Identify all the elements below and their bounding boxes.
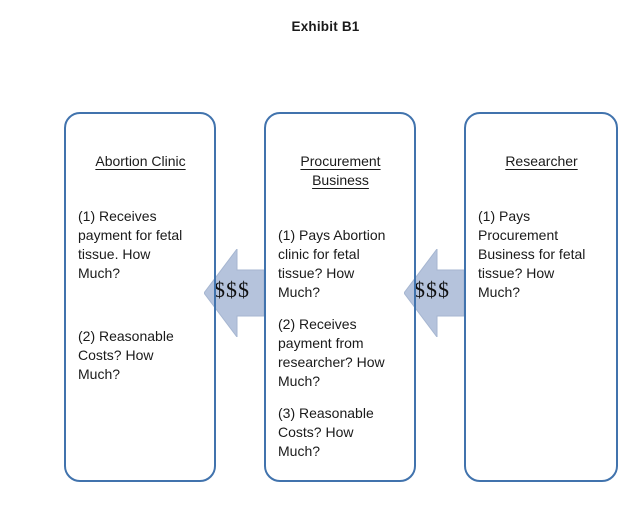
node-procurement-business: Procurement Business (1) Pays Abortion c…	[264, 112, 416, 482]
left-block-arrow-icon	[404, 249, 464, 337]
node-paragraph: (1) Pays Procurement Business for fetal …	[478, 208, 586, 300]
left-block-arrow-icon	[204, 249, 264, 337]
node-researcher: Researcher (1) Pays Procurement Business…	[464, 112, 618, 482]
node-paragraph: (3) Reasonable Costs? How Much?	[278, 405, 374, 459]
node-paragraph: (2) Reasonable Costs? How Much?	[78, 328, 174, 382]
diagram-title: Exhibit B1	[291, 19, 360, 34]
arrow-shape	[404, 249, 464, 337]
node-title: Procurement Business	[300, 153, 381, 188]
node-title: Abortion Clinic	[95, 153, 186, 169]
money-amount-label: $$$	[414, 277, 450, 302]
money-flow-arrow-researcher-to-procurement: $$$	[404, 249, 464, 337]
node-paragraph: (1) Receives payment for fetal tissue. H…	[78, 208, 183, 281]
money-amount-label: $$$	[214, 277, 250, 302]
node-title: Researcher	[505, 153, 578, 169]
node-paragraph: (2) Receives payment from researcher? Ho…	[278, 316, 385, 389]
arrow-shape	[204, 249, 264, 337]
node-paragraph: (1) Pays Abortion clinic for fetal tissu…	[278, 227, 386, 300]
node-abortion-clinic: Abortion Clinic (1) Receives payment for…	[64, 112, 216, 482]
money-flow-arrow-procurement-to-clinic: $$$	[204, 249, 264, 337]
